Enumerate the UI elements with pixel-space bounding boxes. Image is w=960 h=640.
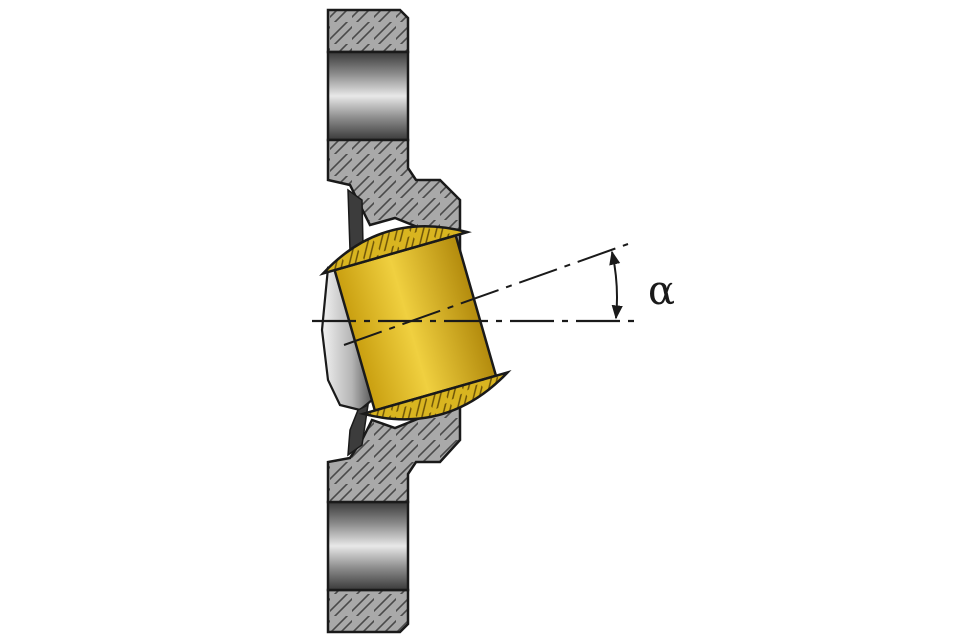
bottom-flange-hatch [326, 588, 410, 634]
ball-bottom-cap [358, 369, 512, 421]
angle-label: α [648, 268, 675, 314]
inner-ring-lower [347, 403, 369, 457]
tilted-center-line [343, 243, 629, 346]
bottom-bolt-bore [326, 500, 410, 592]
ball-top-cap [319, 225, 472, 276]
bearing-ball [319, 225, 512, 421]
angle-arc [609, 250, 623, 320]
top-flange-hatch [326, 8, 410, 54]
top-bolt-bore [326, 50, 410, 142]
